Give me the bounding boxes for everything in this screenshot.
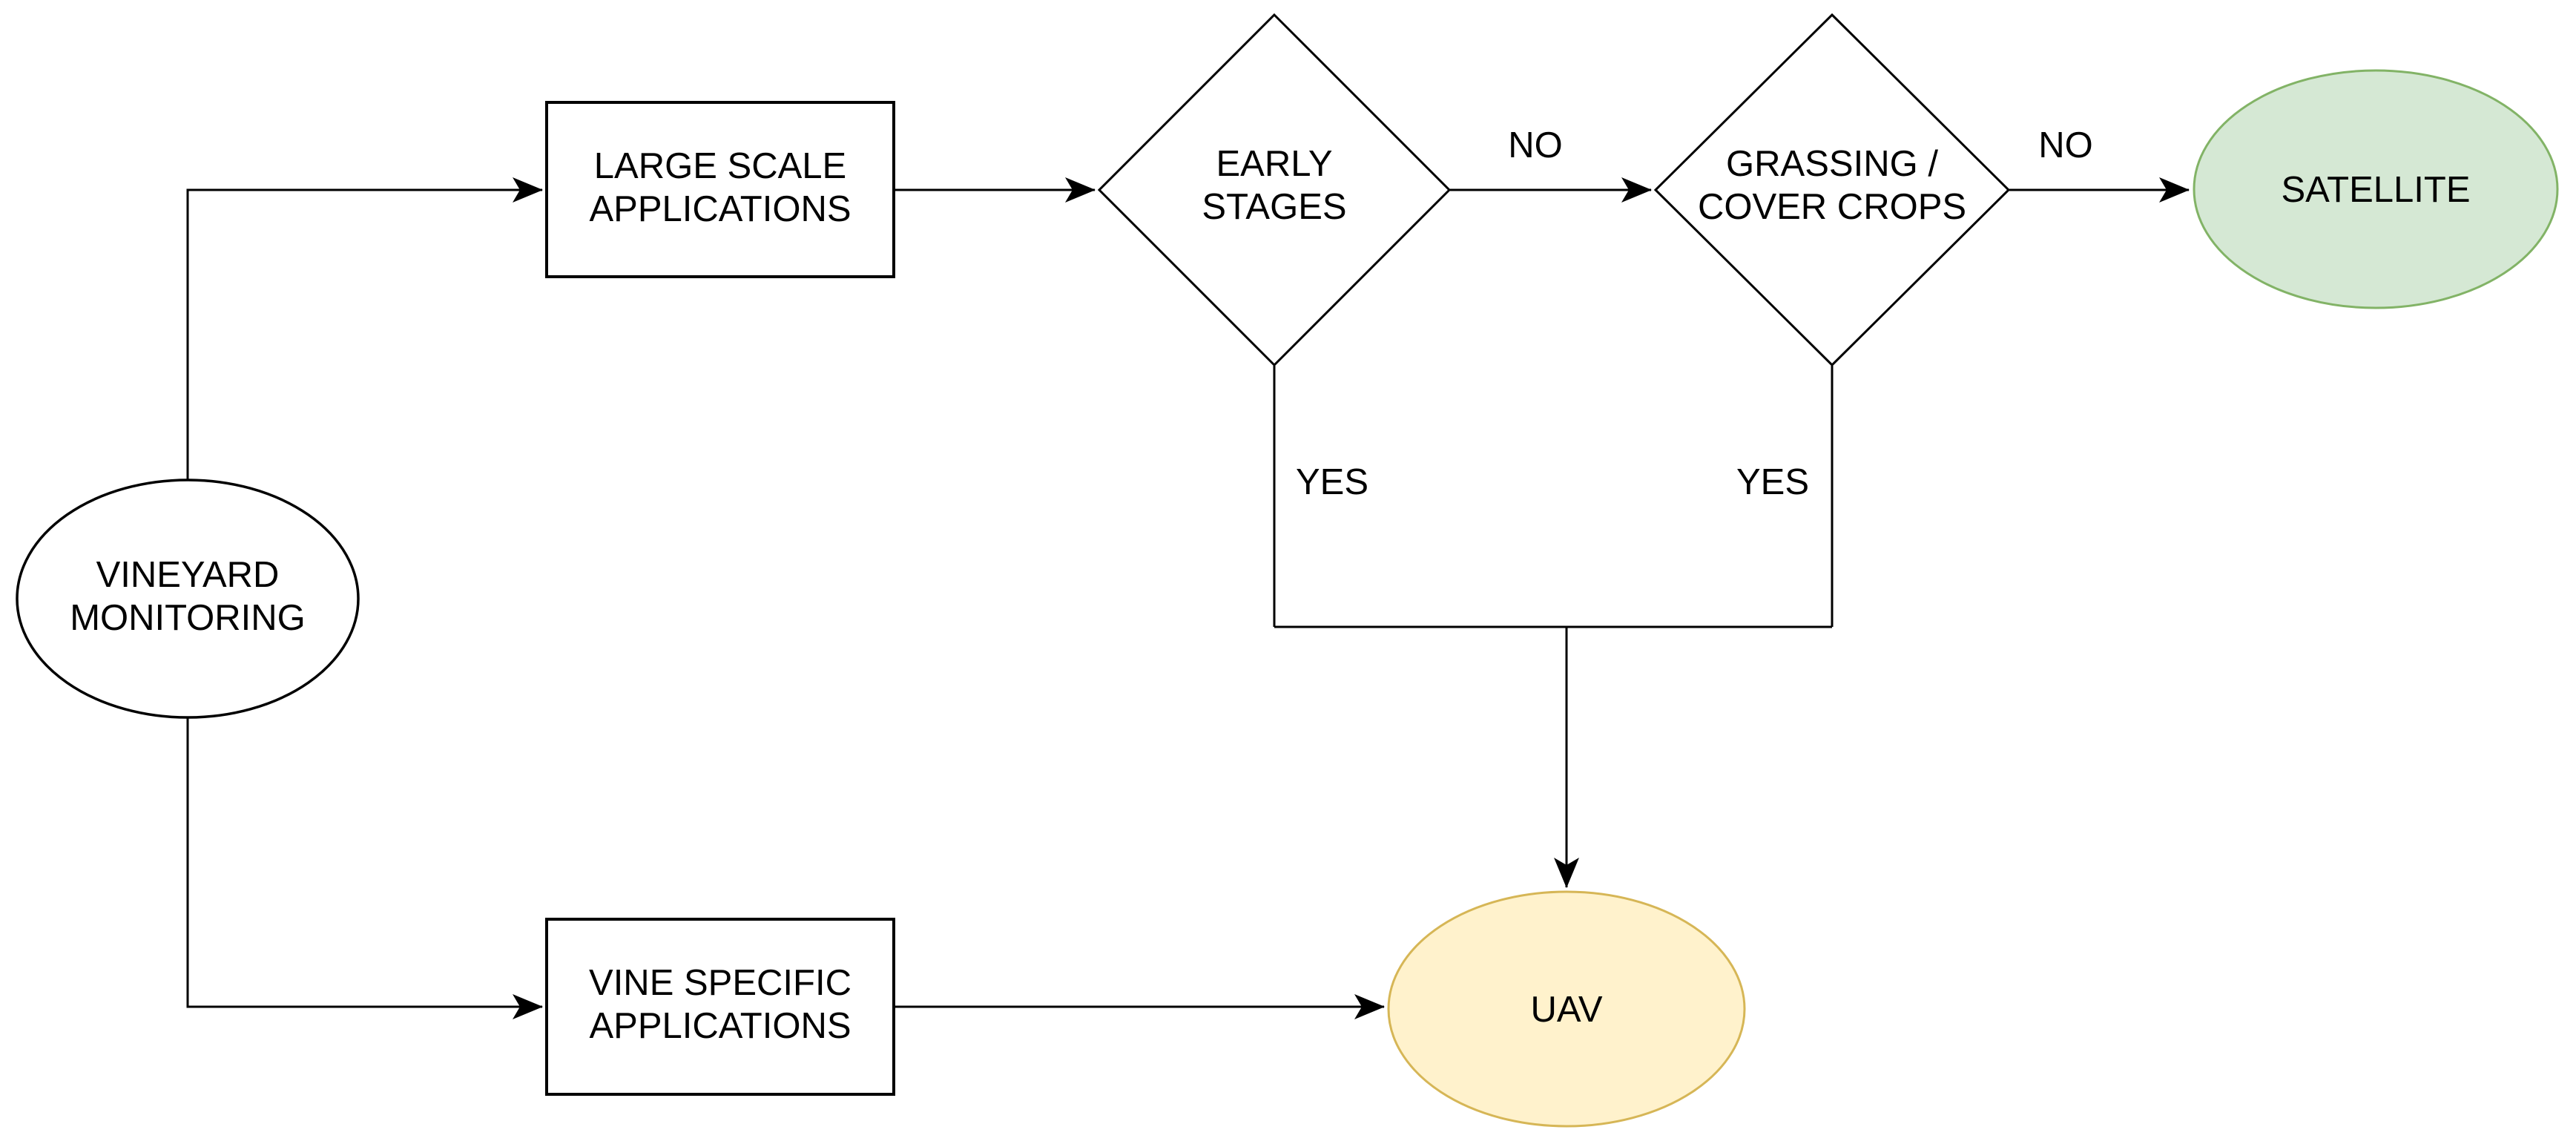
grassing-label-line2: COVER CROPS [1698,187,1966,227]
satellite-label: SATELLITE [2281,170,2470,210]
early-stages-label-line1: EARLY [1216,144,1332,184]
decision-node-grassing-cover-crops [1653,13,2011,367]
terminal-node-satellite [2193,69,2559,309]
start-node-label-line1: VINEYARD [96,555,280,595]
edge-start-to-large-scale [186,177,543,481]
node-labels: VINEYARD MONITORING LARGE SCALE APPLICAT… [70,144,2470,1046]
edge-labels: NO NO YES YES [1296,125,2093,502]
large-scale-label-line1: LARGE SCALE [594,146,846,186]
large-scale-label-line2: APPLICATIONS [589,189,851,229]
decision-node-early-stages [1097,13,1452,367]
terminal-node-uav [1387,890,1746,1128]
vine-specific-label-line1: VINE SPECIFIC [589,963,851,1003]
edge-label-no-early-stages: NO [1508,125,1563,165]
start-node-vineyard-monitoring [16,479,360,719]
grassing-label-line1: GRASSING / [1726,144,1938,184]
uav-label: UAV [1530,990,1602,1030]
edge-start-to-vine-specific [186,717,543,1019]
process-node-vine-specific-applications [545,918,895,1096]
early-stages-label-line2: STAGES [1202,187,1346,227]
vine-specific-label-line2: APPLICATIONS [589,1006,851,1046]
start-node-label-line2: MONITORING [70,598,306,638]
edge-label-no-grassing: NO [2038,125,2093,165]
edges [186,177,2190,1019]
process-node-large-scale-applications [545,101,895,278]
edge-label-yes-early-stages: YES [1296,462,1368,502]
edge-label-yes-grassing: YES [1736,462,1809,502]
